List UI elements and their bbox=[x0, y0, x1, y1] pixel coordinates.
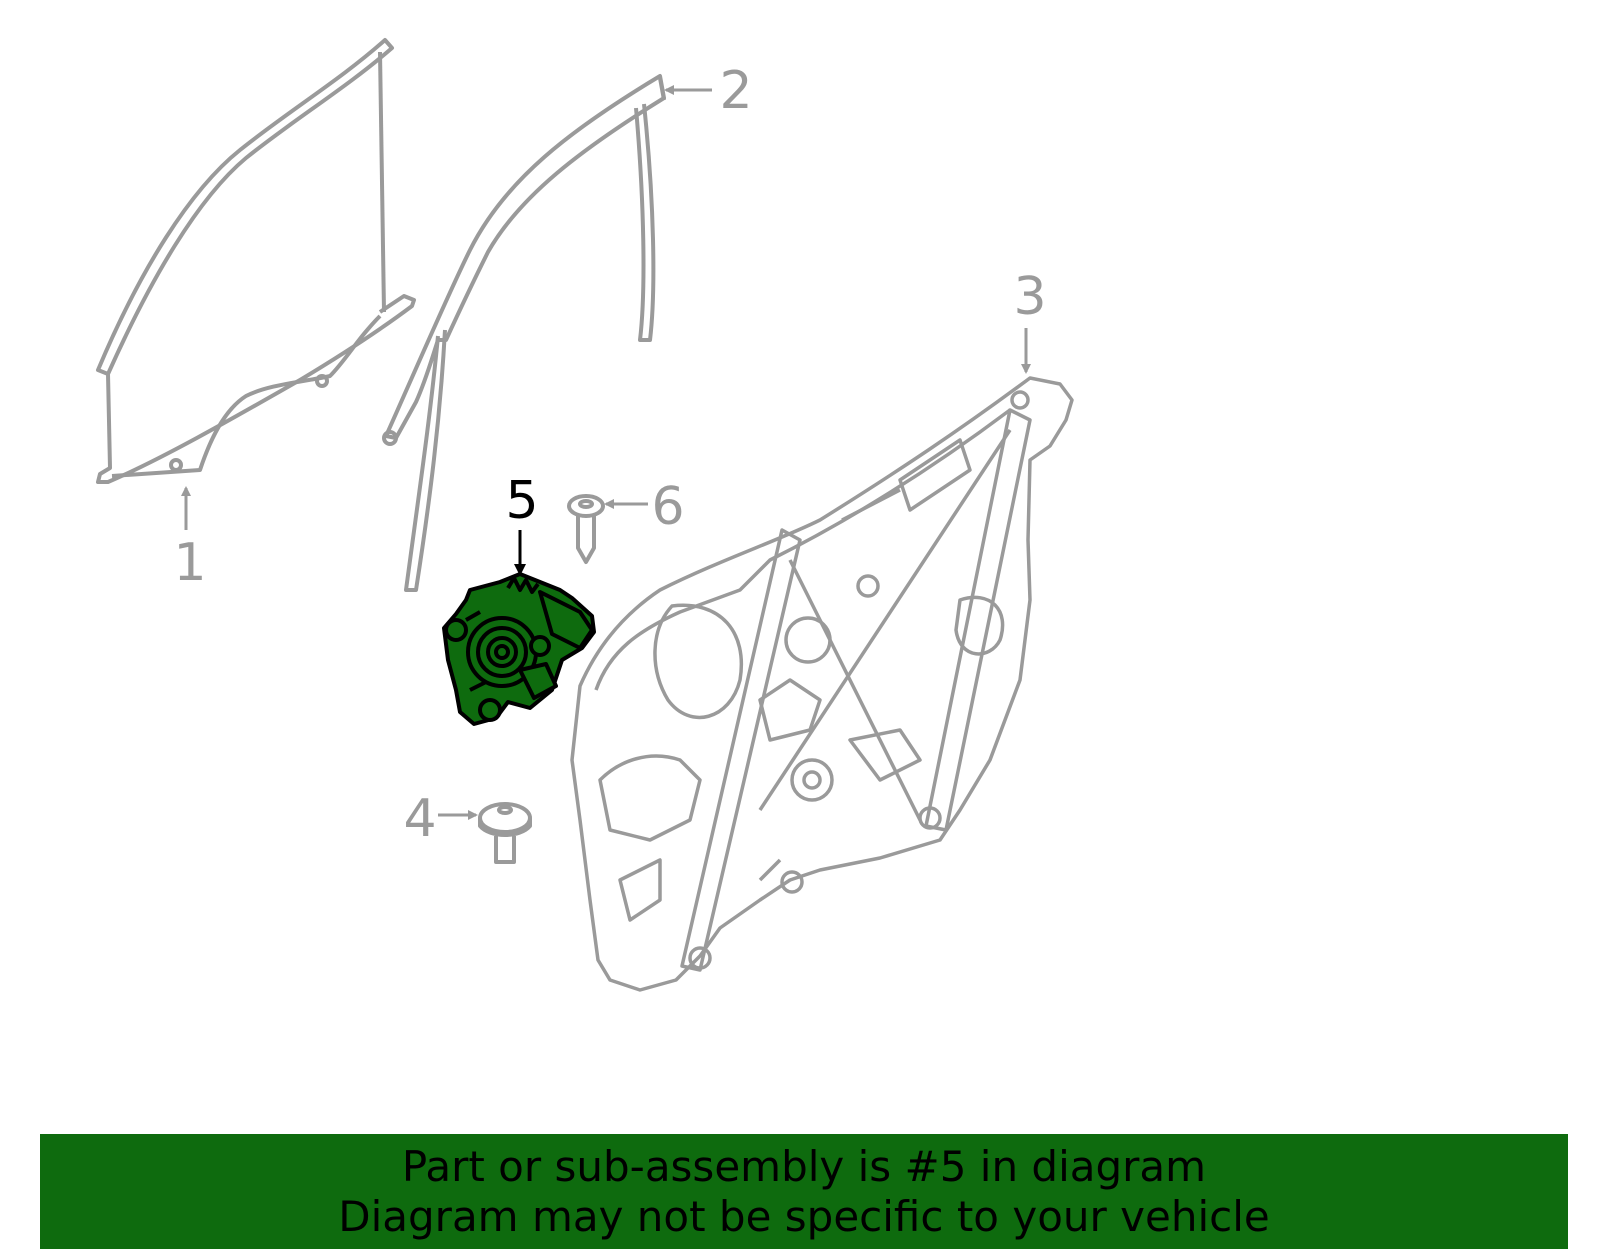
callout-6: 6 bbox=[651, 477, 684, 537]
bolt bbox=[478, 802, 532, 864]
callout-3: 3 bbox=[1013, 267, 1046, 327]
banner-line-2: Diagram may not be specific to your vehi… bbox=[338, 1191, 1270, 1241]
window-regulator-panel bbox=[570, 376, 1074, 992]
callout-labels: 1 2 3 4 5 6 bbox=[173, 61, 1046, 849]
callout-5: 5 bbox=[505, 471, 538, 531]
callout-1: 1 bbox=[173, 533, 206, 593]
banner-line-1: Part or sub-assembly is #5 in diagram bbox=[401, 1141, 1207, 1191]
leader-lines bbox=[181, 85, 1031, 820]
screw bbox=[567, 494, 605, 564]
info-banner: Part or sub-assembly is #5 in diagram Di… bbox=[40, 1134, 1568, 1249]
callout-2: 2 bbox=[719, 61, 752, 121]
door-glass bbox=[96, 38, 416, 484]
callout-4: 4 bbox=[403, 789, 436, 849]
window-motor bbox=[442, 572, 596, 726]
glass-run-channel bbox=[382, 74, 666, 592]
